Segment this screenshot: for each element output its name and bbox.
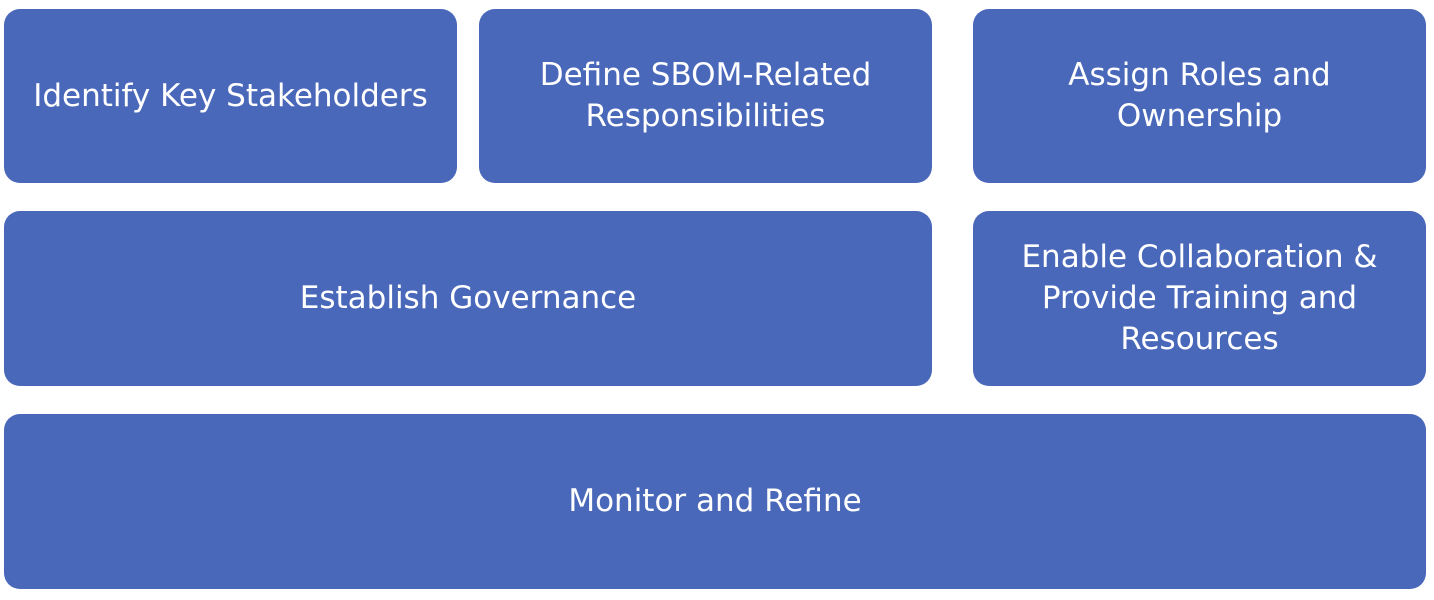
block-assign-roles-ownership: Assign Roles and Ownership [973,9,1426,183]
block-label: Establish Governance [299,280,637,316]
block-label: Identify Key Stakeholders [33,77,428,114]
block-label: Enable Collaboration & Provide Training … [1021,239,1378,357]
block-establish-governance: Establish Governance [4,211,932,386]
block-label: Assign Roles and Ownership [1068,57,1331,134]
block-identify-key-stakeholders: Identify Key Stakeholders [4,9,457,183]
block-label: Define SBOM-Related Responsibilities [539,57,872,134]
block-define-sbom-responsibilities: Define SBOM-Related Responsibilities [479,9,932,183]
block-enable-collaboration-training: Enable Collaboration & Provide Training … [973,211,1426,386]
block-label: Monitor and Refine [568,483,862,519]
block-monitor-and-refine: Monitor and Refine [4,414,1426,589]
